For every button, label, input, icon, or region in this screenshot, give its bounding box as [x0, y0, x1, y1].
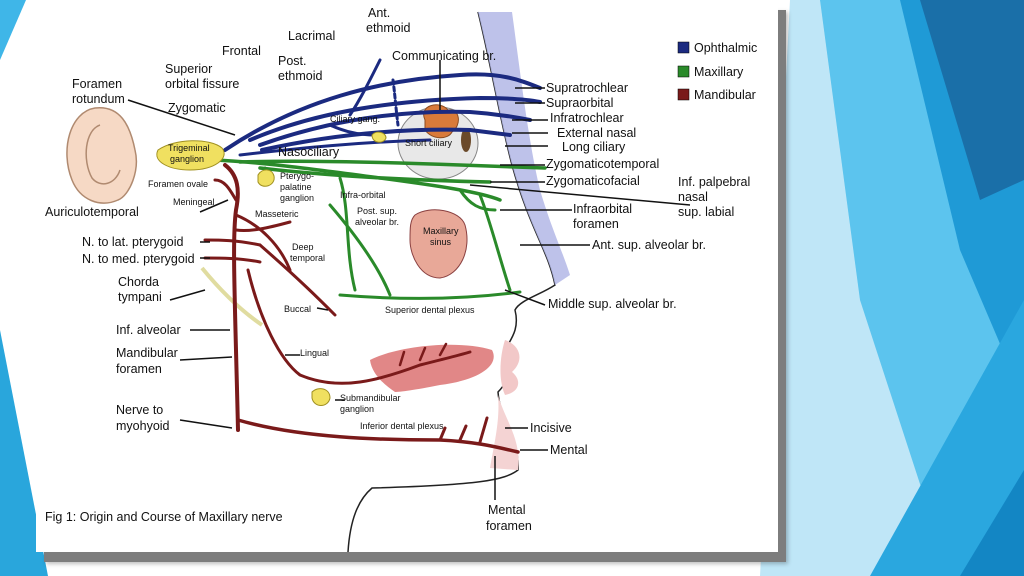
label-inf-alveolar: Inf. alveolar	[116, 323, 181, 337]
ophthalmic-nerves	[223, 58, 542, 157]
label-nasociliary: Nasociliary	[278, 145, 340, 159]
legend-swatch-maxillary	[677, 65, 690, 78]
submandibular-ganglion	[311, 388, 331, 406]
label-post-ethmoid-1: Post.	[278, 54, 307, 68]
label-maxillary-sinus-2: sinus	[430, 237, 452, 247]
label-buccal: Buccal	[284, 304, 311, 314]
left-accent-shape	[0, 0, 26, 60]
label-infratrochlear: Infratrochlear	[550, 111, 624, 125]
label-zygomatic: Zygomatic	[168, 101, 226, 115]
label-lat-pterygoid: N. to lat. pterygoid	[82, 235, 183, 249]
label-maxillary-sinus-1: Maxillary	[423, 226, 459, 236]
label-pterygo-3: ganglion	[280, 193, 314, 203]
label-foramen-rotundum-1: Foramen	[72, 77, 122, 91]
label-zygomaticofacial: Zygomaticofacial	[546, 174, 640, 188]
label-communicating: Communicating br.	[392, 49, 496, 63]
lens-icon	[461, 128, 471, 152]
label-meningeal: Meningeal	[173, 197, 215, 207]
label-incisive: Incisive	[530, 421, 572, 435]
figure-caption: Fig 1: Origin and Course of Maxillary ne…	[45, 510, 283, 524]
lip-region	[500, 340, 520, 395]
label-deep-temporal-1: Deep	[292, 242, 314, 252]
label-chorda-1: Chorda	[118, 275, 159, 289]
label-mandibular-foramen-2: foramen	[116, 362, 162, 376]
label-submandibular-1: Submandibular	[340, 393, 401, 403]
label-frontal: Frontal	[222, 44, 261, 58]
slide-card: Lacrimal Ant. ethmoid Frontal Communicat…	[36, 0, 778, 552]
maxillary-sinus-shape	[409, 209, 468, 279]
label-nerve-myohyoid-2: myohyoid	[116, 419, 170, 433]
label-nerve-myohyoid-1: Nerve to	[116, 403, 163, 417]
label-supraorbital: Supraorbital	[546, 96, 613, 110]
ear-inner	[85, 124, 121, 185]
ear-icon	[66, 107, 137, 204]
label-trigeminal-1: Trigeminal	[168, 143, 210, 153]
label-deep-temporal-2: temporal	[290, 253, 325, 263]
label-long-ciliary: Long ciliary	[562, 140, 626, 154]
label-mental: Mental	[550, 443, 588, 457]
label-auriculotemporal: Auriculotemporal	[45, 205, 139, 219]
right-panel-corner	[960, 470, 1024, 576]
label-supratrochlear: Supratrochlear	[546, 81, 628, 95]
legend-swatch-ophthalmic	[677, 41, 690, 54]
legend-label-mandibular: Mandibular	[694, 88, 756, 102]
maxillary-nerves	[213, 158, 547, 300]
label-infraorbital-foramen-1: Infraorbital	[573, 202, 632, 216]
label-mental-foramen-1: Mental	[488, 503, 526, 517]
label-superior-orbital-1: Superior	[165, 62, 212, 76]
label-pterygo-1: Pterygo-	[280, 171, 314, 181]
label-ciliary-gang: Ciliary gang.	[330, 114, 380, 124]
tongue-shape	[370, 344, 494, 392]
label-superior-dental: Superior dental plexus	[385, 305, 475, 315]
label-trigeminal-2: ganglion	[170, 154, 204, 164]
label-external-nasal: External nasal	[557, 126, 636, 140]
label-mandibular-foramen-1: Mandibular	[116, 346, 178, 360]
label-med-pterygoid: N. to med. pterygoid	[82, 252, 195, 266]
mandibular-nerves	[203, 163, 520, 454]
label-ant-ethmoid-2: ethmoid	[366, 21, 411, 35]
label-post-sup-1: Post. sup.	[357, 206, 397, 216]
label-ant-sup-alveolar: Ant. sup. alveolar br.	[592, 238, 706, 252]
label-zygomaticotemporal: Zygomaticotemporal	[546, 157, 659, 171]
label-mental-foramen-2: foramen	[486, 519, 532, 533]
chorda-tympani-nerve	[200, 266, 264, 327]
nerve-diagram: Lacrimal Ant. ethmoid Frontal Communicat…	[45, 6, 757, 552]
face-outline	[347, 11, 556, 552]
label-masseteric: Masseteric	[255, 209, 299, 219]
legend-label-ophthalmic: Ophthalmic	[694, 41, 757, 55]
label-inferior-dental: Inferior dental plexus	[360, 421, 444, 431]
label-infraorbital-foramen-2: foramen	[573, 217, 619, 231]
leader-lines	[127, 60, 691, 500]
right-panel-deep	[920, 0, 1024, 200]
label-lacrimal: Lacrimal	[288, 29, 335, 43]
trigeminal-ganglion	[156, 140, 225, 171]
label-inf-palpebral-1: Inf. palpebral	[678, 175, 750, 189]
legend-swatch-mandibular	[677, 88, 690, 101]
label-inf-palpebral-2: nasal	[678, 190, 708, 204]
label-foramen-ovale: Foramen ovale	[148, 179, 208, 189]
ciliary-ganglion	[371, 131, 387, 143]
label-chorda-2: tympani	[118, 290, 162, 304]
label-foramen-rotundum-2: rotundum	[72, 92, 125, 106]
nose-region	[478, 12, 570, 285]
label-pterygo-2: palatine	[280, 182, 312, 192]
pterygopalatine-ganglion	[257, 169, 275, 187]
label-inf-palpebral-3: sup. labial	[678, 205, 734, 219]
label-lingual: Lingual	[300, 348, 329, 358]
legend: Ophthalmic Maxillary Mandibular	[677, 41, 757, 102]
label-middle-sup-alveolar: Middle sup. alveolar br.	[548, 297, 677, 311]
label-submandibular-2: ganglion	[340, 404, 374, 414]
label-ant-ethmoid-1: Ant.	[368, 6, 390, 20]
legend-label-maxillary: Maxillary	[694, 65, 744, 79]
right-panel-bottom	[870, 300, 1024, 576]
label-infra-orbital: Infra-orbital	[340, 190, 386, 200]
label-post-sup-2: alveolar br.	[355, 217, 399, 227]
label-post-ethmoid-2: ethmoid	[278, 69, 323, 83]
label-superior-orbital-2: orbital fissure	[165, 77, 239, 91]
label-short-ciliary: Short ciliary	[405, 138, 453, 148]
